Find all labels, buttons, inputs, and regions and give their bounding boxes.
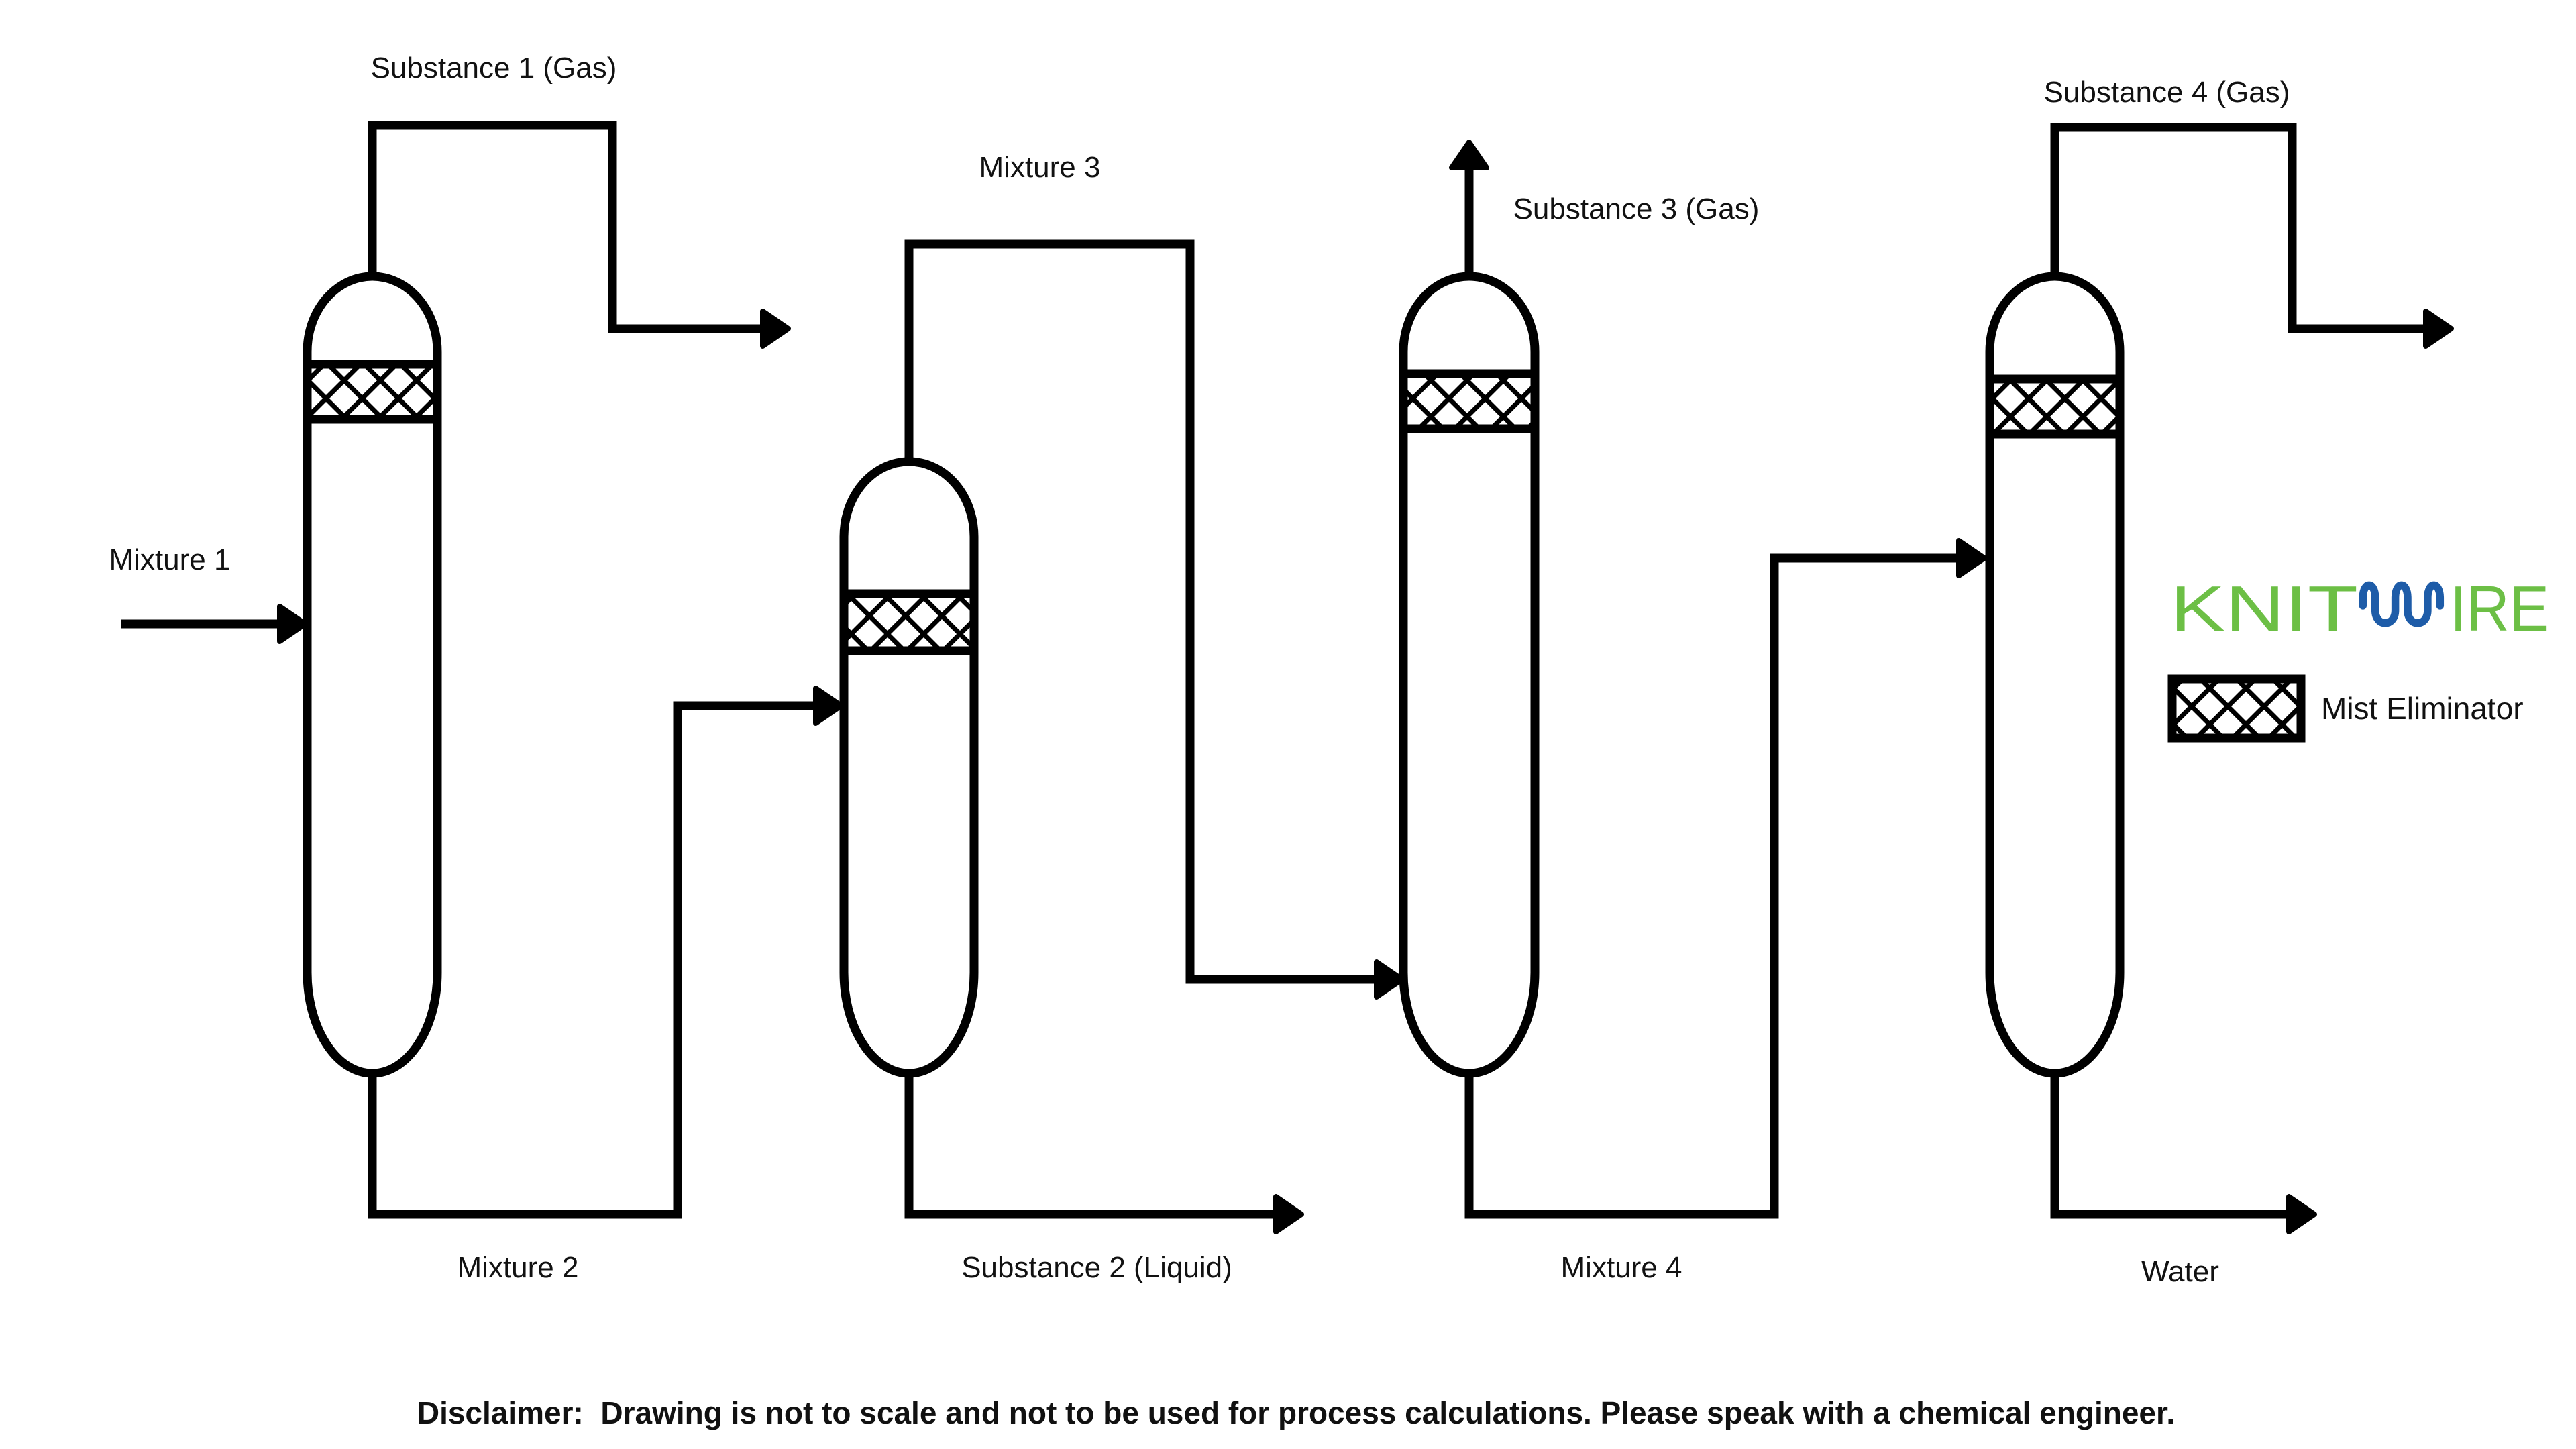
mist-eliminator-legend: Mist Eliminator [2167, 674, 2524, 743]
column-1-mist-eliminator [303, 360, 442, 424]
vessels-group [303, 272, 2125, 1078]
stream-water-pipe [2050, 1071, 2293, 1219]
stream-substance3-arrowhead-icon [1449, 140, 1489, 170]
column-1-vessel [303, 272, 442, 1078]
column-4-mist-eliminator [1985, 374, 2125, 439]
label-substance2: Substance 2 (Liquid) [961, 1251, 1232, 1284]
stream-mixture4-arrowhead-icon [1956, 538, 1987, 578]
label-water: Water [2141, 1255, 2219, 1288]
stream-substance1-arrowhead-icon [760, 309, 791, 349]
stream-substance2-arrowhead-icon [1273, 1194, 1304, 1234]
knitwire-logo: KNIT IRE [2170, 573, 2549, 645]
label-substance1: Substance 1 (Gas) [371, 52, 617, 85]
stream-mixture3-pipe [904, 239, 1382, 984]
stream-substance1-pipe [368, 121, 765, 333]
logo-text-knit: KNIT [2170, 573, 2358, 645]
stream-substance4-pipe [2050, 123, 2428, 333]
stream-substance2-pipe [904, 1071, 1280, 1219]
knitwire-w-icon [2359, 581, 2445, 627]
column-3-vessel [1399, 272, 1540, 1078]
stream-mixture3-arrowhead-icon [1374, 959, 1405, 1000]
stream-mixture2-arrowhead-icon [813, 686, 844, 726]
stream-mixture4-pipe [1464, 553, 1963, 1219]
stream-mixture1-arrowhead-icon [277, 604, 308, 644]
legend-mist-eliminator-label: Mist Eliminator [2321, 691, 2524, 726]
disclaimer-text: Disclaimer: Drawing is not to scale and … [417, 1395, 2175, 1430]
label-mixture4: Mixture 4 [1561, 1251, 1682, 1284]
column-3-mist-eliminator [1399, 369, 1540, 433]
column-2-vessel [839, 457, 979, 1078]
logo-text-ire: IRE [2450, 573, 2549, 645]
pipes-group [121, 121, 2454, 1234]
label-substance4: Substance 4 (Gas) [2044, 76, 2290, 109]
label-mixture3: Mixture 3 [979, 151, 1101, 184]
stream-mixture2-pipe [368, 701, 820, 1219]
label-mixture1: Mixture 1 [109, 543, 231, 576]
stream-labels-group: Substance 1 (Gas) Mixture 3 Substance 3 … [109, 52, 2290, 1288]
label-substance3: Substance 3 (Gas) [1513, 193, 1760, 225]
stream-water-arrowhead-icon [2286, 1194, 2317, 1234]
label-mixture2: Mixture 2 [458, 1251, 579, 1284]
column-2-mist-eliminator [839, 589, 979, 655]
legend-mist-eliminator-swatch [2167, 674, 2306, 743]
stream-substance4-arrowhead-icon [2423, 309, 2454, 349]
column-4-vessel [1985, 272, 2125, 1078]
